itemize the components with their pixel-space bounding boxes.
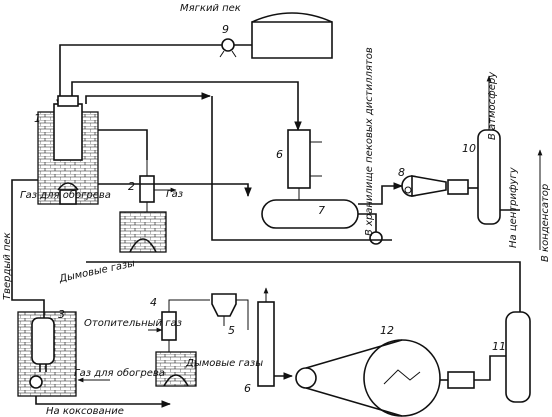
label-distillate-storage: В хранилище пековых дистиллятов (364, 47, 375, 236)
furnace-3 (17, 311, 77, 397)
column-10 (477, 75, 501, 225)
number-5: 5 (228, 324, 235, 337)
column-6-upper (287, 129, 322, 189)
cyclone-5 (211, 293, 249, 330)
number-6-upper: 6 (276, 148, 283, 161)
label-solid-pitch: Твердый пек (2, 232, 13, 300)
motor-8 (447, 179, 469, 195)
line-to-coking (35, 396, 171, 408)
separator-4 (161, 299, 210, 341)
number-11: 11 (492, 340, 506, 353)
line-furnace-to-separator (98, 129, 148, 160)
number-12: 12 (380, 324, 394, 337)
label-to-atmosphere: В атмосферу (487, 71, 498, 140)
label-flue-gases-2: Дымовые газы (185, 358, 263, 369)
line-solid-pitch-up (11, 179, 38, 236)
number-6-lower: 6 (244, 382, 251, 395)
pump-storage (369, 231, 383, 245)
line-return-upper (85, 92, 211, 104)
line-pump-to-furnace (56, 44, 222, 109)
line-middle-to-column-11 (86, 261, 521, 312)
label-soft-pitch: Мягкий пек (180, 3, 241, 14)
line-motor-to-column-11 (474, 355, 506, 381)
number-3: 3 (58, 308, 65, 321)
label-heating-gas-1: Газ для обогрева (20, 189, 111, 201)
drum-filter-12 (295, 339, 441, 417)
receiver-7 (261, 188, 359, 229)
pump-3 (29, 375, 43, 389)
furnace-1 (37, 95, 99, 205)
number-10: 10 (462, 142, 476, 155)
label-heating-gas-2: Газ для обогрева (74, 367, 165, 379)
label-to-coking: На коксование (46, 406, 124, 417)
line-vapour-to-column-6 (71, 81, 302, 131)
number-9: 9 (222, 23, 229, 36)
line-left-to-receiver (211, 96, 392, 241)
firebox-4 (155, 351, 197, 387)
number-4: 4 (150, 296, 157, 309)
label-to-centrifuge: На центрифугу (508, 166, 519, 248)
line-receiver-to-storage (358, 213, 377, 232)
line-furnace-right-to-receiver (98, 183, 252, 197)
motor-12 (447, 371, 475, 389)
label-gas: Газ (166, 189, 183, 200)
vacuum-pump-8 (401, 175, 447, 197)
number-2: 2 (128, 180, 135, 193)
line-solid-pitch-feed (11, 236, 45, 318)
number-1: 1 (34, 112, 41, 125)
label-to-condenser: В конденсатор (540, 184, 551, 262)
column-11 (505, 311, 531, 403)
number-7: 7 (318, 204, 325, 217)
pump-9 (219, 38, 237, 58)
label-heating-gas-fuel: Отопительный газ (84, 318, 182, 329)
soft-pitch-tank (251, 12, 333, 59)
number-8: 8 (398, 166, 405, 179)
column-6-lower (257, 287, 275, 387)
line-receiver-to-pump-8 (358, 182, 403, 205)
firebox-2 (119, 211, 167, 253)
